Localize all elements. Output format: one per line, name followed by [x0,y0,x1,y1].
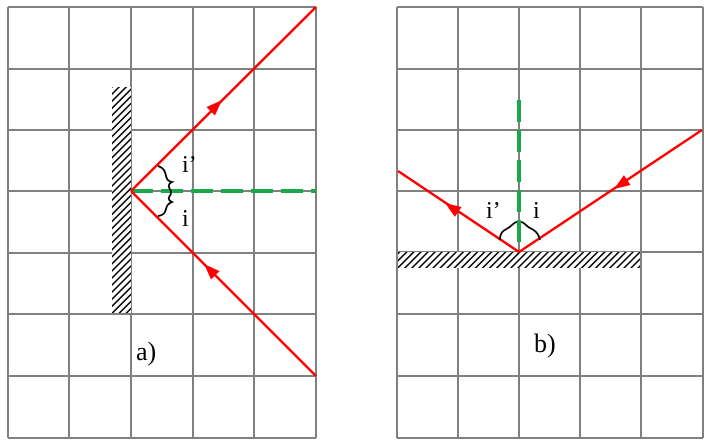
angle-label-reflected-b: i’ [486,198,501,224]
angle-label-reflected-a: i’ [182,152,197,178]
angle-brace-incident-b [520,221,541,241]
incident-ray-arrow-b [614,175,631,189]
angle-label-incident-b: i [533,198,540,224]
angle-label-incident-a: i [182,206,189,232]
grid-b [396,6,704,439]
reflected-ray-arrow-b [445,203,462,217]
incident-ray-a [130,190,317,377]
angle-brace-reflected-b [499,221,518,241]
grid-a [7,6,317,439]
angle-brace-incident-a [157,191,175,217]
caption-b: b) [534,329,556,358]
incident-ray-b [518,128,703,254]
mirror-hatching-b [398,252,640,268]
diagram-b: i’ i b) [396,6,704,439]
diagram-a: i’ i a) [7,6,317,439]
reflected-ray-a [130,6,317,192]
angle-brace-reflected-a [157,165,175,193]
caption-a: a) [136,337,156,366]
reflected-ray-arrow-a [206,100,222,116]
mirror-hatching-a [112,87,131,313]
incident-ray-arrow-a [204,264,220,280]
